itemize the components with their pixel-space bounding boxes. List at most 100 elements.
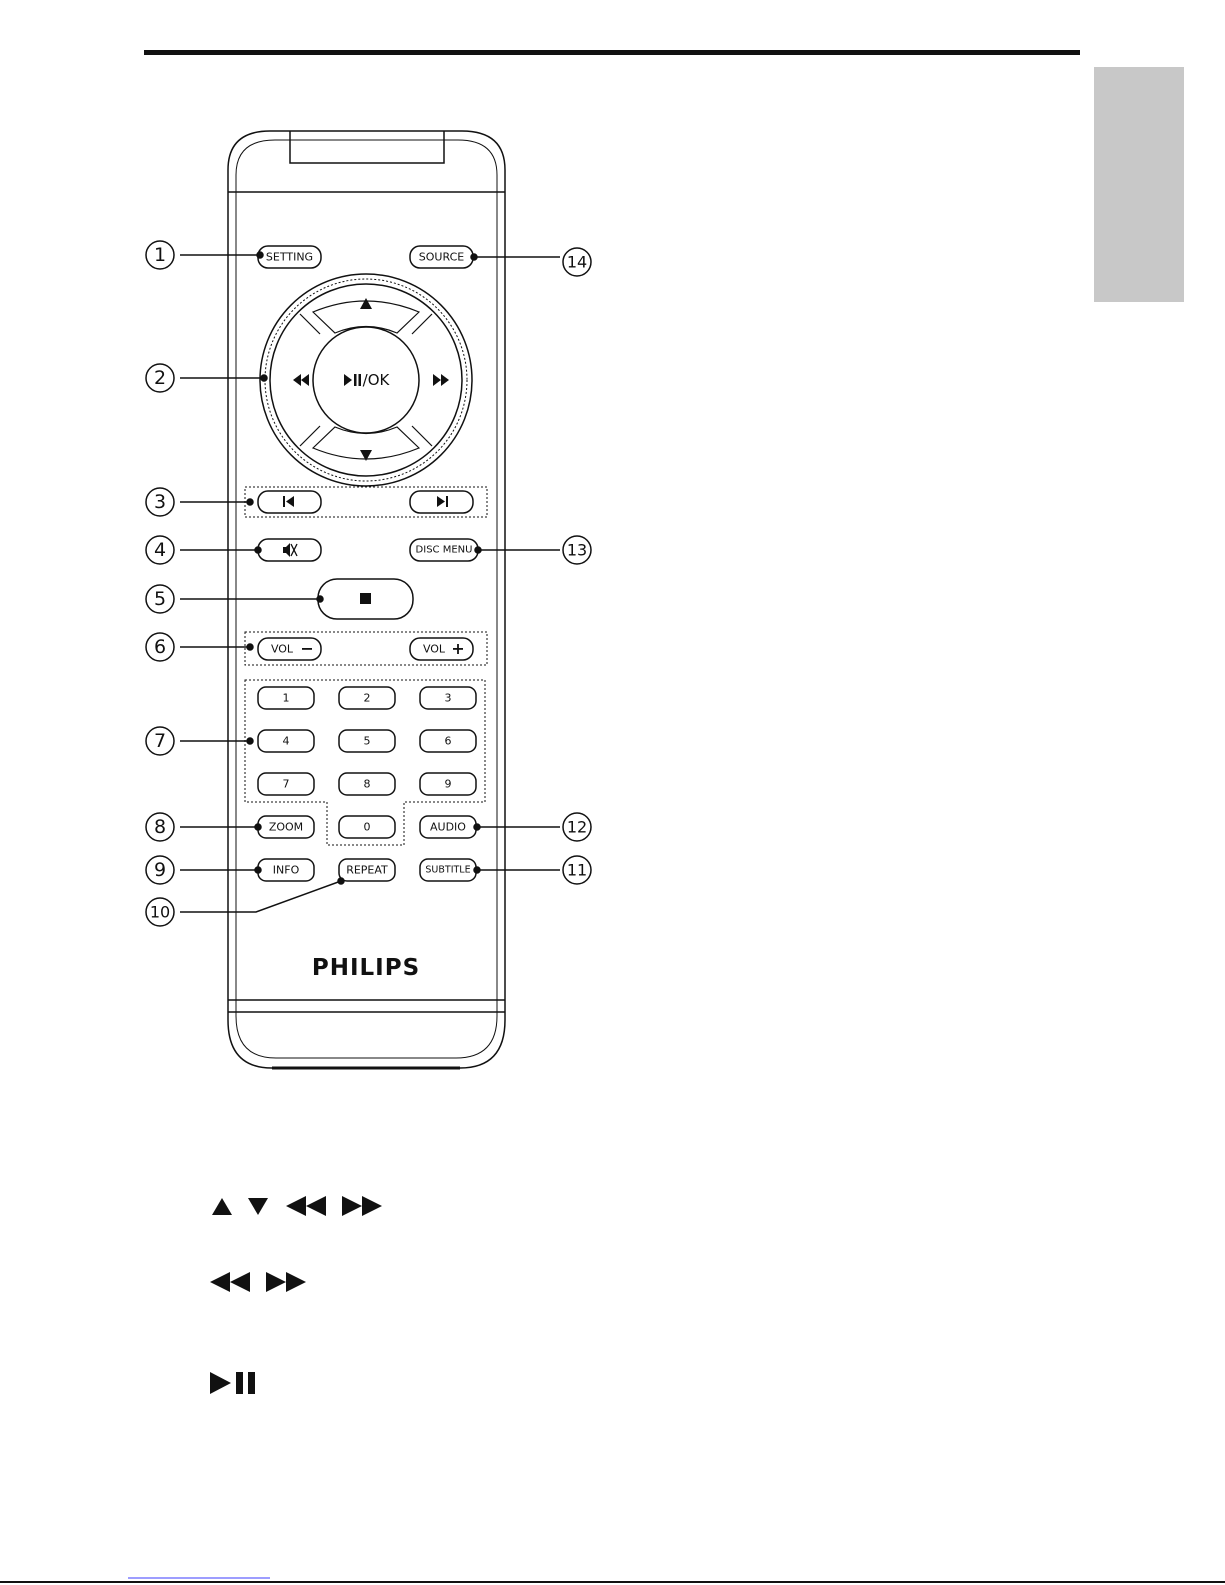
svg-text:14: 14	[567, 253, 587, 272]
svg-text:1: 1	[283, 692, 290, 705]
pause-icon	[236, 1372, 243, 1394]
callout-13: 13	[563, 536, 591, 564]
svg-text:SETTING: SETTING	[266, 251, 313, 264]
digit-button-9[interactable]: 9	[420, 773, 476, 795]
callout-14: 14	[563, 248, 591, 276]
footer-rule	[0, 1581, 1225, 1583]
next-track-button[interactable]	[410, 491, 473, 513]
rewind-icon	[293, 374, 309, 386]
svg-text:SUBTITLE: SUBTITLE	[425, 865, 470, 876]
callout-3: 3	[146, 488, 174, 516]
svg-text:8: 8	[154, 816, 166, 838]
fast-forward-icon	[433, 374, 449, 386]
svg-text:SOURCE: SOURCE	[419, 251, 464, 264]
digit-button-3[interactable]: 3	[420, 687, 476, 709]
rewind-icon	[286, 1196, 326, 1216]
previous-icon	[283, 496, 285, 507]
callout-5: 5	[146, 585, 174, 613]
digit-button-5[interactable]: 5	[339, 730, 395, 752]
digit-button-8[interactable]: 8	[339, 773, 395, 795]
svg-text:REPEAT: REPEAT	[346, 864, 388, 877]
callout-1: 1	[146, 241, 174, 269]
svg-text:3: 3	[154, 491, 166, 513]
stop-icon	[360, 593, 371, 604]
nav-up-button[interactable]	[360, 298, 372, 309]
svg-text:4: 4	[283, 735, 290, 748]
svg-text:12: 12	[567, 818, 587, 837]
header-rule	[144, 50, 1080, 55]
source-button[interactable]: SOURCE	[410, 246, 473, 268]
callout-6: 6	[146, 633, 174, 661]
digit-button-0[interactable]: 0	[339, 816, 395, 838]
fast-forward-icon	[266, 1272, 306, 1292]
svg-text:2: 2	[154, 367, 166, 389]
digit-button-7[interactable]: 7	[258, 773, 314, 795]
callout-12: 12	[563, 813, 591, 841]
callout-9: 9	[146, 856, 174, 884]
svg-text:VOL: VOL	[423, 643, 446, 656]
repeat-button[interactable]: REPEAT	[339, 859, 395, 881]
legend-symbol-row-3	[210, 1372, 255, 1394]
svg-text:2: 2	[364, 692, 371, 705]
callout-10: 10	[146, 898, 174, 926]
nav-forward-button[interactable]	[433, 374, 449, 386]
svg-text:6: 6	[445, 735, 452, 748]
svg-text:6: 6	[154, 636, 166, 658]
svg-text:9: 9	[445, 778, 452, 791]
svg-text:ZOOM: ZOOM	[269, 821, 303, 834]
svg-text:13: 13	[567, 541, 587, 560]
svg-text:11: 11	[567, 861, 587, 880]
legend-symbol-row-2	[210, 1272, 306, 1292]
svg-text:3: 3	[445, 692, 452, 705]
stop-button[interactable]	[318, 579, 413, 619]
volume-up-button[interactable]: VOL	[410, 638, 473, 660]
minus-icon	[302, 648, 312, 650]
svg-text:9: 9	[154, 859, 166, 881]
svg-text:5: 5	[154, 588, 166, 610]
svg-text:10: 10	[150, 903, 170, 922]
side-tab	[1094, 67, 1184, 302]
previous-track-button[interactable]	[258, 491, 321, 513]
arrow-up-icon	[360, 298, 372, 309]
subtitle-button[interactable]: SUBTITLE	[420, 859, 476, 881]
legend-symbol-row-1	[212, 1196, 382, 1216]
svg-text:0: 0	[364, 821, 371, 834]
setting-button[interactable]: SETTING	[258, 246, 321, 268]
rewind-icon	[210, 1272, 250, 1292]
info-button[interactable]: INFO	[258, 859, 314, 881]
svg-text:INFO: INFO	[273, 864, 300, 877]
mute-button[interactable]	[258, 539, 321, 561]
callout-7: 7	[146, 727, 174, 755]
svg-text:DISC MENU: DISC MENU	[416, 545, 473, 556]
play-pause-ok-button[interactable]: /OK	[313, 327, 419, 433]
digit-button-2[interactable]: 2	[339, 687, 395, 709]
callout-8: 8	[146, 813, 174, 841]
svg-text:7: 7	[154, 730, 166, 752]
svg-text:AUDIO: AUDIO	[430, 821, 466, 834]
callout-4: 4	[146, 536, 174, 564]
svg-text:4: 4	[154, 539, 166, 561]
triangle-up-icon	[212, 1198, 232, 1215]
digit-button-4[interactable]: 4	[258, 730, 314, 752]
audio-button[interactable]: AUDIO	[420, 816, 476, 838]
svg-text:5: 5	[364, 735, 371, 748]
digit-button-1[interactable]: 1	[258, 687, 314, 709]
callout-2: 2	[146, 364, 174, 392]
callout-11: 11	[563, 856, 591, 884]
zoom-button[interactable]: ZOOM	[258, 816, 314, 838]
svg-text:7: 7	[283, 778, 290, 791]
play-icon	[210, 1372, 231, 1394]
volume-down-button[interactable]: VOL	[258, 638, 321, 660]
triangle-down-icon	[248, 1198, 268, 1215]
svg-text:1: 1	[154, 244, 166, 266]
fast-forward-icon	[342, 1196, 382, 1216]
svg-text:VOL: VOL	[271, 643, 294, 656]
digit-button-6[interactable]: 6	[420, 730, 476, 752]
ok-label: /OK	[363, 371, 391, 389]
nav-rewind-button[interactable]	[293, 374, 309, 386]
brand-logo: PHILIPS	[312, 955, 420, 981]
svg-text:8: 8	[364, 778, 371, 791]
pause-icon	[354, 374, 357, 386]
disc-menu-button[interactable]: DISC MENU	[410, 539, 478, 561]
